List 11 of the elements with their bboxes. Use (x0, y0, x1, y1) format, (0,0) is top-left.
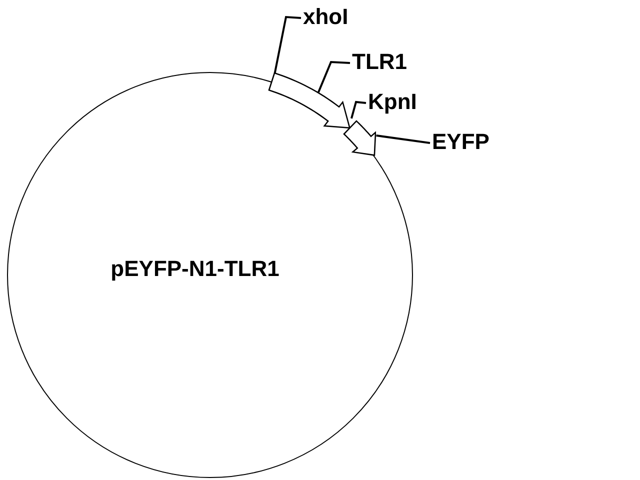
gene-arrow (268, 72, 351, 129)
leader-line (376, 134, 430, 144)
leader-line (274, 16, 302, 74)
gene-arrow (342, 120, 376, 157)
plasmid-name: pEYFP-N1-TLR1 (110, 254, 280, 283)
feature-label: EYFP (432, 128, 490, 156)
leader-line (317, 60, 350, 94)
feature-label: TLR1 (352, 48, 407, 76)
feature-label: KpnI (368, 88, 417, 116)
feature-label: xhoI (303, 3, 348, 31)
leader-line (350, 100, 366, 119)
